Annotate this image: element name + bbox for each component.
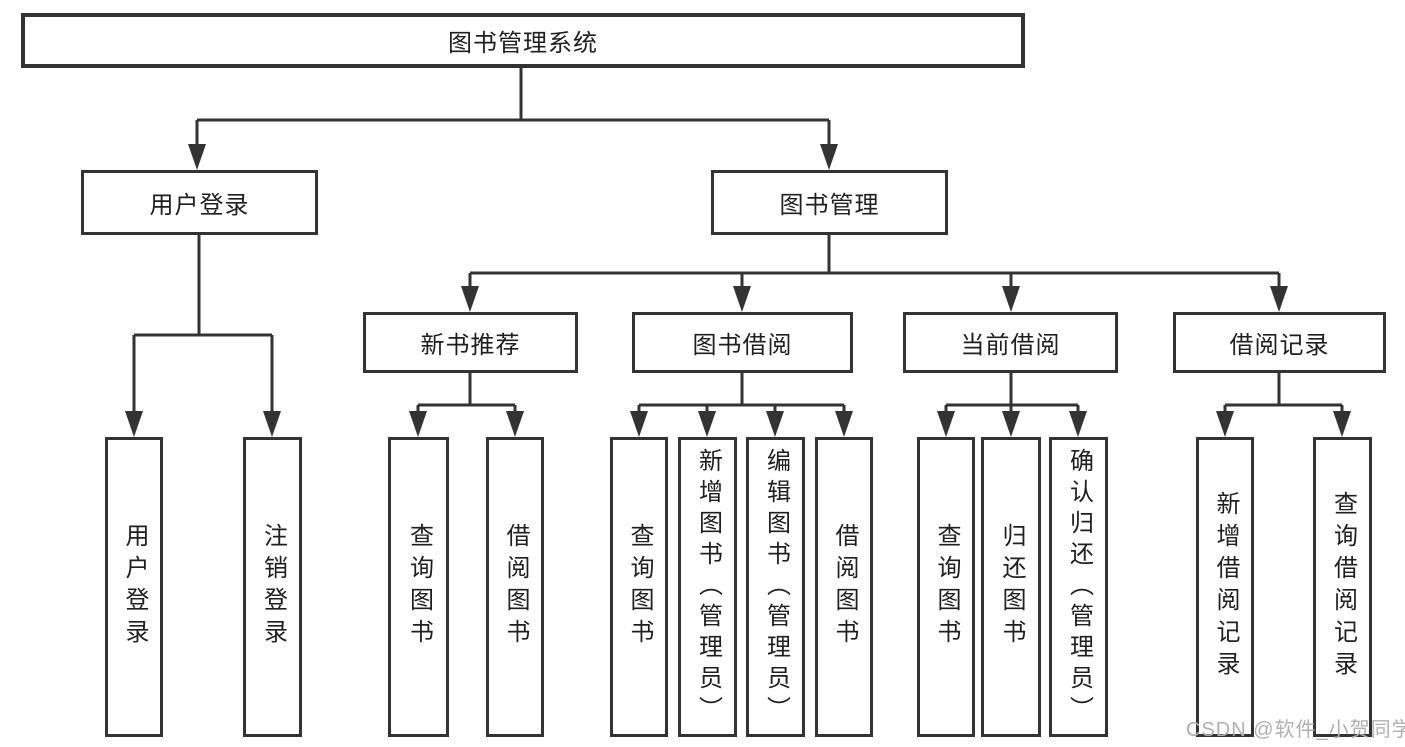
leaf-borrow-book-1-label: 借阅图书 <box>502 523 529 651</box>
leaf-logout-label: 注销登录 <box>259 523 287 651</box>
tree-edges <box>132 68 1344 413</box>
node-book-borrowing: 图书借阅 <box>632 312 853 373</box>
leaf-borrow-book-2: 借阅图书 <box>815 437 873 737</box>
leaf-confirm-return-admin: 确认归还（管理员） <box>1049 437 1108 737</box>
node-borrowing-records: 借阅记录 <box>1173 312 1386 373</box>
leaf-borrow-book-2-label: 借阅图书 <box>831 523 858 651</box>
leaf-add-borrow-record-label: 新增借阅记录 <box>1212 491 1239 683</box>
leaf-edit-book-admin-label: 编辑图书（管理员） <box>762 447 790 727</box>
leaf-borrow-book-1: 借阅图书 <box>486 437 544 737</box>
node-root: 图书管理系统 <box>21 13 1025 68</box>
leaf-query-book-3-label: 查询图书 <box>933 523 960 651</box>
leaf-confirm-return-admin-label: 确认归还（管理员） <box>1065 447 1093 727</box>
node-new-book-recommendation-label: 新书推荐 <box>420 332 521 359</box>
node-user-login-label: 用户登录 <box>149 192 250 219</box>
leaf-return-book-label: 归还图书 <box>998 523 1025 651</box>
leaf-edit-book-admin: 编辑图书（管理员） <box>746 437 805 737</box>
leaf-add-book-admin-label: 新增图书（管理员） <box>694 447 722 727</box>
node-new-book-recommendation: 新书推荐 <box>363 312 578 373</box>
leaf-query-borrow-record: 查询借阅记录 <box>1313 437 1372 737</box>
leaf-add-borrow-record: 新增借阅记录 <box>1196 437 1254 737</box>
leaf-user-login: 用户登录 <box>105 437 163 737</box>
edge-current-borrowing <box>944 373 1080 413</box>
edge-book-management <box>468 235 1281 288</box>
leaf-user-login-label: 用户登录 <box>121 523 148 651</box>
leaf-logout: 注销登录 <box>243 437 302 737</box>
edge-book-borrowing <box>637 373 846 413</box>
edge-new-book-recommendation <box>416 373 517 413</box>
node-book-management: 图书管理 <box>711 170 948 235</box>
leaf-query-book-2-label: 查询图书 <box>626 523 653 651</box>
leaf-query-borrow-record-label: 查询借阅记录 <box>1329 491 1357 683</box>
arrowheads <box>125 144 1351 437</box>
leaf-add-book-admin: 新增图书（管理员） <box>678 437 737 737</box>
node-borrowing-records-label: 借阅记录 <box>1229 332 1330 359</box>
node-root-label: 图书管理系统 <box>448 30 598 57</box>
edge-root <box>195 68 831 146</box>
leaf-query-book-3: 查询图书 <box>917 437 975 737</box>
csdn-watermark: CSDN @软件_小贺同学 <box>1186 719 1405 741</box>
edge-borrowing-records <box>1223 373 1344 413</box>
node-book-management-label: 图书管理 <box>779 192 880 219</box>
leaf-query-book-1-label: 查询图书 <box>405 523 433 651</box>
node-book-borrowing-label: 图书借阅 <box>692 332 793 359</box>
leaf-query-book-1: 查询图书 <box>388 437 449 737</box>
node-user-login: 用户登录 <box>81 170 318 235</box>
leaf-query-book-2: 查询图书 <box>610 437 668 737</box>
node-current-borrowing-label: 当前借阅 <box>960 332 1061 359</box>
edge-user-login <box>132 235 274 413</box>
leaf-return-book: 归还图书 <box>981 437 1041 737</box>
node-current-borrowing: 当前借阅 <box>903 312 1118 373</box>
